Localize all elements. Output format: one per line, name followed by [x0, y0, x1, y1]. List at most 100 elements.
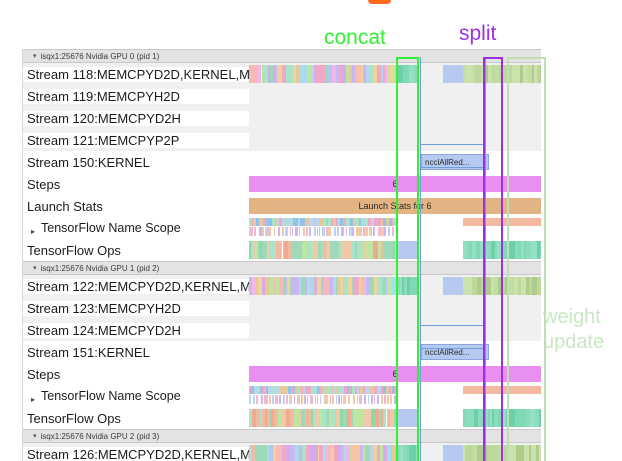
timeline-slice[interactable] [520, 241, 525, 259]
timeline-slice[interactable] [314, 218, 317, 226]
timeline-row-label[interactable]: Steps [23, 366, 249, 382]
timeline-slice[interactable] [471, 241, 477, 259]
timeline-row[interactable]: Stream 119:MEMCPYH2D [23, 85, 541, 107]
timeline-slice[interactable] [512, 445, 516, 461]
timeline-slice[interactable] [512, 65, 517, 83]
timeline-slice[interactable] [257, 65, 262, 83]
timeline-track[interactable] [249, 443, 541, 461]
timeline-slice[interactable] [262, 409, 266, 427]
timeline-slice[interactable] [274, 218, 278, 226]
timeline-slice[interactable] [260, 386, 262, 394]
timeline-slice[interactable] [322, 218, 326, 226]
timeline-row[interactable]: Stream 118:MEMCPYD2D,KERNEL,ME [23, 63, 541, 85]
timeline-slice[interactable] [473, 65, 476, 83]
timeline-slice[interactable] [374, 409, 379, 427]
timeline-slice[interactable] [393, 218, 397, 226]
timeline-slice[interactable] [381, 277, 386, 295]
timeline-track[interactable] [249, 107, 541, 129]
timeline-slice[interactable] [535, 445, 540, 461]
timeline-slice[interactable] [290, 409, 294, 427]
timeline-slice[interactable] [387, 277, 393, 295]
timeline-slice[interactable] [335, 218, 339, 226]
timeline-slice[interactable] [251, 218, 253, 226]
timeline-slice[interactable] [370, 386, 373, 394]
expand-triangle-icon[interactable]: ▸ [31, 227, 36, 235]
timeline-slice[interactable] [486, 409, 488, 427]
timeline-slice[interactable] [328, 218, 331, 226]
timeline-slice[interactable] [319, 65, 325, 83]
timeline-slice[interactable] [478, 277, 482, 295]
timeline-slice[interactable] [261, 65, 264, 83]
timeline-slice[interactable] [411, 445, 414, 461]
timeline-slice[interactable] [269, 241, 273, 259]
timeline-slice[interactable] [367, 386, 370, 394]
timeline-slice[interactable] [475, 65, 479, 83]
timeline-slice[interactable] [270, 227, 272, 236]
timeline-slice[interactable] [533, 241, 537, 259]
timeline-slice[interactable] [508, 241, 512, 259]
timeline-slice[interactable] [385, 277, 388, 295]
timeline-slice[interactable] [309, 445, 313, 461]
timeline-slice[interactable] [285, 445, 290, 461]
timeline-slice[interactable] [324, 65, 327, 83]
timeline-slice[interactable] [346, 218, 350, 226]
timeline-slice[interactable] [536, 277, 540, 295]
timeline-slice[interactable] [261, 395, 263, 404]
timeline-slice[interactable] [327, 218, 329, 226]
timeline-slice[interactable] [314, 395, 317, 404]
timeline-slice[interactable] [364, 241, 369, 259]
timeline-slice[interactable] [350, 445, 355, 461]
timeline-slice[interactable] [312, 445, 318, 461]
timeline-slice[interactable] [443, 445, 463, 461]
timeline-slice[interactable] [375, 218, 377, 226]
timeline-slice[interactable] [293, 409, 297, 427]
timeline-slice[interactable] [369, 227, 372, 236]
timeline-slice[interactable] [307, 218, 310, 226]
timeline-slice[interactable] [260, 241, 263, 259]
timeline-slice[interactable] [466, 277, 470, 295]
timeline-slice[interactable] [287, 277, 291, 295]
group-header[interactable]: ▾isqx1:25676 Nvidia GPU 0 (pid 1) [23, 49, 541, 63]
timeline-slice[interactable] [319, 409, 323, 427]
timeline-slice[interactable] [258, 445, 263, 461]
timeline-slice[interactable] [358, 409, 361, 427]
timeline-slice[interactable] [514, 241, 518, 259]
timeline-track[interactable] [249, 129, 541, 151]
timeline-slice[interactable] [251, 386, 254, 394]
timeline-slice[interactable] [317, 445, 320, 461]
timeline-slice[interactable] [329, 409, 332, 427]
timeline-slice[interactable] [295, 65, 300, 83]
timeline-slice[interactable] [386, 65, 390, 83]
timeline-slice[interactable] [314, 386, 318, 394]
timeline-slice[interactable] [306, 409, 309, 427]
timeline-slice[interactable] [295, 445, 300, 461]
timeline-slice[interactable] [280, 445, 283, 461]
timeline-slice[interactable] [397, 409, 419, 427]
timeline-slice[interactable] [316, 218, 320, 226]
timeline-row-label[interactable]: Launch Stats [23, 198, 249, 214]
timeline-slice[interactable] [306, 65, 312, 83]
timeline-slice[interactable] [382, 409, 387, 427]
timeline-slice[interactable] [288, 395, 292, 404]
timeline-slice[interactable] [362, 227, 365, 236]
timeline-slice[interactable] [359, 445, 363, 461]
timeline-slice[interactable] [364, 395, 367, 404]
timeline-slice[interactable] [262, 227, 265, 236]
timeline-slice[interactable] [296, 409, 300, 427]
timeline-slice[interactable] [361, 65, 364, 83]
timeline-slice[interactable] [306, 395, 309, 404]
timeline-slice[interactable] [379, 218, 381, 226]
timeline-slice[interactable] [291, 445, 296, 461]
timeline-slice[interactable] [251, 409, 256, 427]
timeline-slice[interactable] [334, 241, 340, 259]
timeline-slice[interactable] [294, 386, 299, 394]
timeline-row-label[interactable]: Stream 122:MEMCPYD2D,KERNEL,MI [23, 278, 249, 294]
timeline-slice[interactable] [272, 445, 277, 461]
timeline-slice[interactable] [354, 241, 357, 259]
timeline-slice[interactable] [290, 386, 293, 394]
timeline-slice[interactable] [359, 227, 363, 236]
timeline-slice[interactable] [380, 65, 383, 83]
timeline-slice[interactable] [491, 241, 495, 259]
timeline-slice[interactable] [319, 445, 323, 461]
